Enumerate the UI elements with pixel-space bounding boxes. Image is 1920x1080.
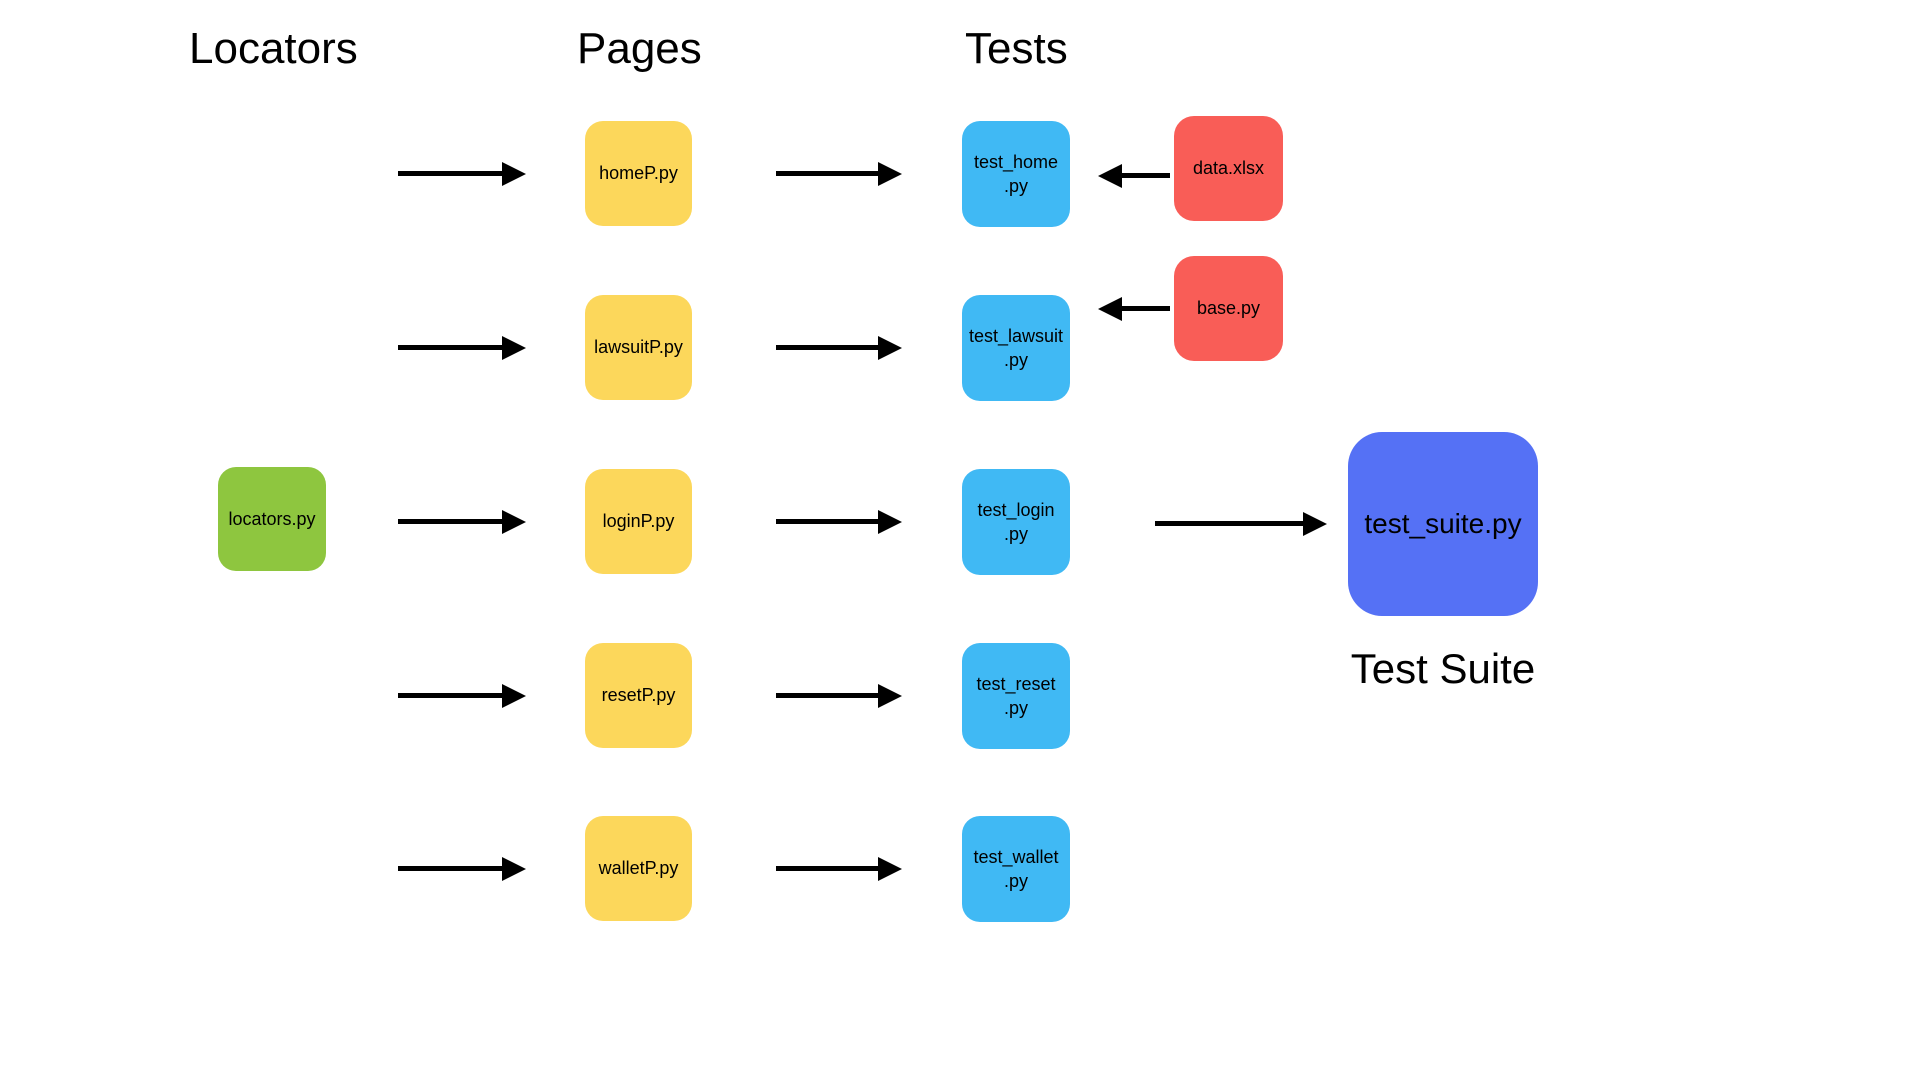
arrow-lawsuitp-to-test-lawsuit-icon xyxy=(776,345,878,350)
node-lawsuitp-py: lawsuitP.py xyxy=(585,295,692,400)
node-label: test_wallet .py xyxy=(973,846,1059,891)
node-label: homeP.py xyxy=(599,163,678,184)
node-label: test_reset .py xyxy=(976,673,1056,718)
header-locators: Locators xyxy=(189,24,358,73)
node-label: data.xlsx xyxy=(1192,158,1265,179)
arrow-resetp-to-test-reset-icon xyxy=(776,693,878,698)
node-test-wallet-py: test_wallet .py xyxy=(962,816,1070,922)
node-label: walletP.py xyxy=(598,858,679,879)
node-label: resetP.py xyxy=(601,685,676,706)
label-test-suite: Test Suite xyxy=(1350,645,1536,692)
node-test-home-py: test_home .py xyxy=(962,121,1070,227)
arrow-data-xlsx-to-test-home-icon xyxy=(1122,173,1170,178)
node-label: test_lawsuit .py xyxy=(968,325,1064,370)
node-label: lawsuitP.py xyxy=(594,337,683,358)
node-label: test_home .py xyxy=(973,151,1059,196)
node-homep-py: homeP.py xyxy=(585,121,692,226)
node-data-xlsx: data.xlsx xyxy=(1174,116,1283,221)
arrow-walletp-to-test-wallet-icon xyxy=(776,866,878,871)
arrow-to-resetp-icon xyxy=(398,693,502,698)
arrow-to-homep-icon xyxy=(398,171,502,176)
node-label: locators.py xyxy=(228,508,316,529)
node-label: loginP.py xyxy=(602,511,675,532)
arrow-homep-to-test-home-icon xyxy=(776,171,878,176)
node-label: test_suite.py xyxy=(1364,508,1522,540)
node-base-py: base.py xyxy=(1174,256,1283,361)
header-pages: Pages xyxy=(577,24,702,73)
arrow-locators-to-loginp-icon xyxy=(398,519,502,524)
node-test-reset-py: test_reset .py xyxy=(962,643,1070,749)
arrow-tests-to-test-suite-icon xyxy=(1155,521,1303,526)
arrow-loginp-to-test-login-icon xyxy=(776,519,878,524)
node-resetp-py: resetP.py xyxy=(585,643,692,748)
arrow-base-py-to-tests-icon xyxy=(1122,306,1170,311)
arrow-to-lawsuitp-icon xyxy=(398,345,502,350)
node-locators-py: locators.py xyxy=(218,467,326,571)
node-loginp-py: loginP.py xyxy=(585,469,692,574)
node-label: test_login .py xyxy=(977,499,1055,544)
node-label: base.py xyxy=(1196,298,1261,319)
node-test-login-py: test_login .py xyxy=(962,469,1070,575)
header-tests: Tests xyxy=(965,24,1068,73)
node-walletp-py: walletP.py xyxy=(585,816,692,921)
node-test-lawsuit-py: test_lawsuit .py xyxy=(962,295,1070,401)
arrow-to-walletp-icon xyxy=(398,866,502,871)
node-test-suite-py: test_suite.py xyxy=(1348,432,1538,616)
